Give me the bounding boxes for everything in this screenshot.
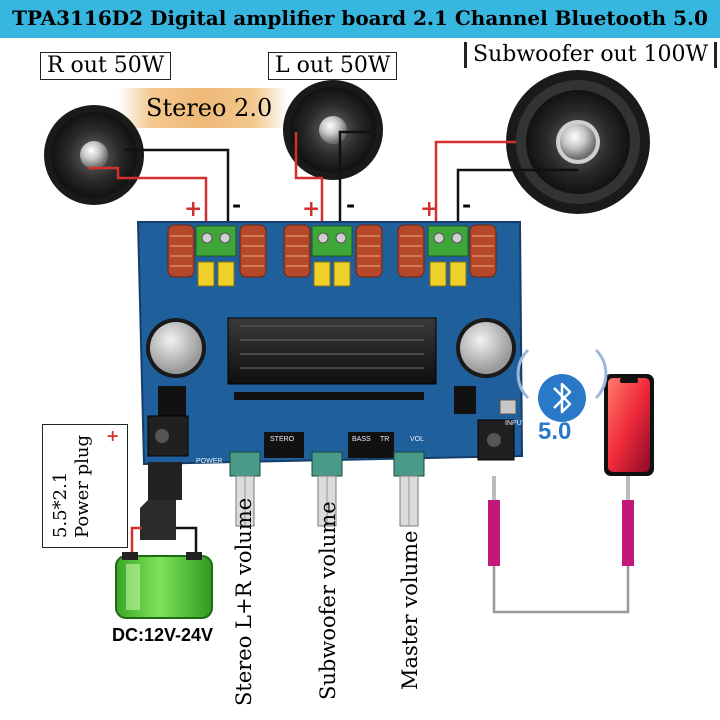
silk-tr: TR <box>380 436 390 443</box>
speaker-wires <box>88 130 578 228</box>
knob-master-volume <box>393 451 425 527</box>
silk-stereo: STERO <box>270 436 295 443</box>
knob-subwoofer-volume <box>311 451 343 527</box>
right-negative-sign: - <box>232 192 242 218</box>
left-negative-sign: - <box>346 192 356 218</box>
power-plug <box>140 462 182 540</box>
subwoofer-out-label: Subwoofer out 100W <box>464 42 718 68</box>
title-banner <box>0 0 720 38</box>
bluetooth-version-label: 5.0 <box>538 418 572 445</box>
power-plug-label: Power plug <box>72 435 93 538</box>
silk-vol: VOL <box>410 436 425 443</box>
plug-plus-sign: + <box>106 426 120 445</box>
power-plug-label-box <box>42 424 128 548</box>
stereo-volume-label: Stereo L+R volume <box>232 497 256 706</box>
speaker-left <box>283 80 383 180</box>
battery <box>115 552 213 619</box>
left-positive-sign: + <box>302 196 321 222</box>
l-out-label: L out 50W <box>268 52 398 80</box>
plug-size-label: 5.5*2.1 <box>50 471 71 538</box>
subwoofer-volume-label: Subwoofer volume <box>316 501 340 700</box>
subwoofer-speaker <box>506 70 650 214</box>
master-volume-label: Master volume <box>398 530 422 690</box>
bluetooth-icon <box>516 348 608 422</box>
power-wires <box>130 526 198 560</box>
stereo-ribbon <box>118 88 288 128</box>
knob-stereo-volume <box>229 451 261 527</box>
silk-input: INPUT <box>505 420 526 427</box>
dc-voltage-label: DC:12V-24V <box>112 625 214 645</box>
amplifier-board <box>136 221 524 466</box>
aux-cable <box>488 476 634 614</box>
subwoofer-positive-sign: + <box>420 196 439 222</box>
speaker-right <box>44 105 144 205</box>
silk-power: POWER <box>196 458 223 465</box>
smartphone <box>604 374 654 476</box>
stereo-label: Stereo 2.0 <box>146 94 273 122</box>
page-title: TPA3116D2 Digital amplifier board 2.1 Ch… <box>12 6 708 30</box>
r-out-label: R out 50W <box>40 52 172 80</box>
subwoofer-negative-sign: - <box>462 192 472 218</box>
right-positive-sign: + <box>184 196 203 222</box>
silk-bass: BASS <box>352 436 371 443</box>
